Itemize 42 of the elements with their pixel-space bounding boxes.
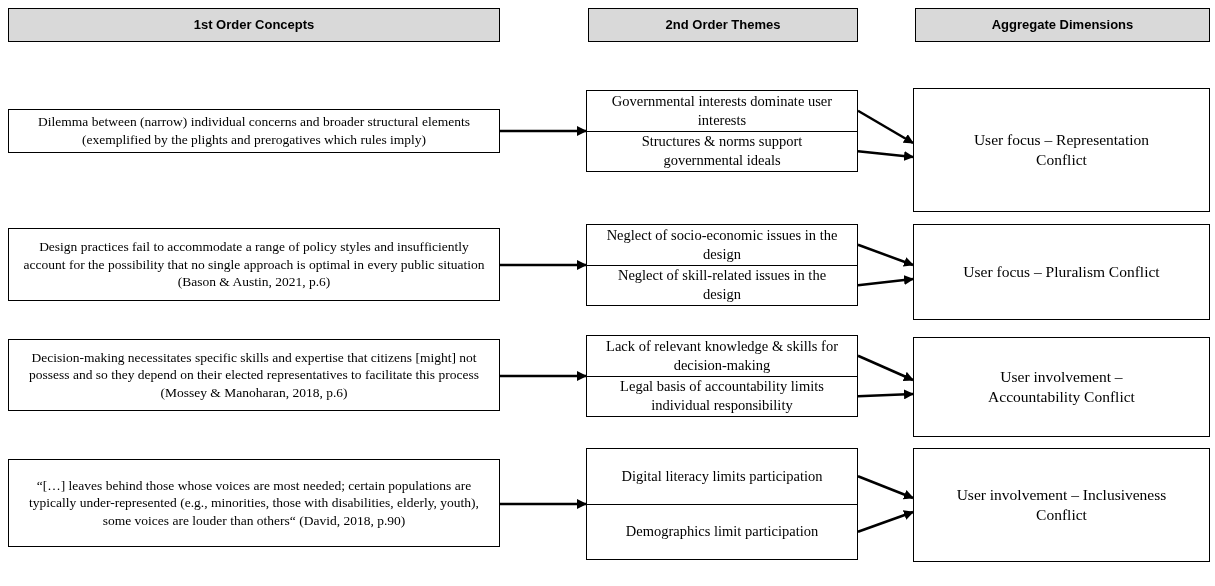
- concept-box: [8, 339, 500, 411]
- dimension-box: [913, 224, 1210, 320]
- box-text: Demographics limit participation: [625, 522, 819, 542]
- box-text: User focus – Pluralism Conflict: [963, 261, 1160, 282]
- arrow: [500, 371, 587, 381]
- arrow: [500, 260, 587, 270]
- concept-box: [8, 228, 500, 301]
- dimension-box: [913, 448, 1210, 562]
- arrow: [857, 354, 914, 382]
- box-text: User focus – Representation Conflict: [972, 129, 1151, 170]
- dimension-box: [913, 88, 1210, 212]
- arrow: [857, 109, 914, 145]
- box-text: Design practices fail to accommodate a range of policy styles and insufficiently account for the possibility that no single approach is optimal in every public situation (Bason & Austin, 2021, p.6): [22, 238, 486, 291]
- box-text: Governmental interests dominate user interests: [610, 91, 834, 130]
- box-text: 2nd Order Themes: [665, 16, 781, 34]
- column-header: [588, 8, 858, 42]
- concept-box: [8, 109, 500, 153]
- arrow: [857, 275, 914, 287]
- arrow: [857, 150, 914, 162]
- box-text: Digital literacy limits participation: [621, 466, 823, 486]
- arrow: [500, 499, 587, 509]
- box-text: User involvement – Accountability Conflict: [987, 366, 1136, 407]
- arrow: [857, 243, 914, 267]
- box-text: Structures & norms support governmental ideals: [640, 132, 804, 171]
- box-text: Neglect of skill-related issues in the design: [616, 266, 828, 305]
- box-text: “[…] leaves behind those whose voices are most needed; certain populations are typically under-represented (e.g., minorities, those with disabilities, elderly, youth), some voices are louder than others“ (David, 2018, p.90): [28, 476, 480, 530]
- column-header: [915, 8, 1210, 42]
- box-text: Neglect of socio-economic issues in the design: [605, 225, 839, 264]
- box-text: User involvement – Inclusiveness Conflict: [955, 484, 1168, 525]
- arrow: [500, 126, 587, 136]
- box-text: Legal basis of accountability limits individual responsibility: [619, 377, 825, 416]
- box-text: Lack of relevant knowledge & skills for decision-making: [605, 336, 839, 375]
- box-text: Aggregate Dimensions: [991, 16, 1134, 34]
- box-text: Decision-making necessitates specific skills and expertise that citizens [might] not possess and so they depend on their elected representatives to facilitate this process (Mossey & Manoharan, 2018, p.6): [28, 348, 480, 402]
- arrow: [857, 389, 914, 400]
- arrow: [857, 510, 914, 533]
- box-text: Dilemma between (narrow) individual concerns and broader structural elements (exemplified by the plights and prerogatives which rules imply): [37, 113, 471, 149]
- column-header: [8, 8, 500, 42]
- dimension-box: [913, 337, 1210, 437]
- arrow: [857, 475, 914, 500]
- box-text: 1st Order Concepts: [193, 16, 315, 34]
- concept-box: [8, 459, 500, 547]
